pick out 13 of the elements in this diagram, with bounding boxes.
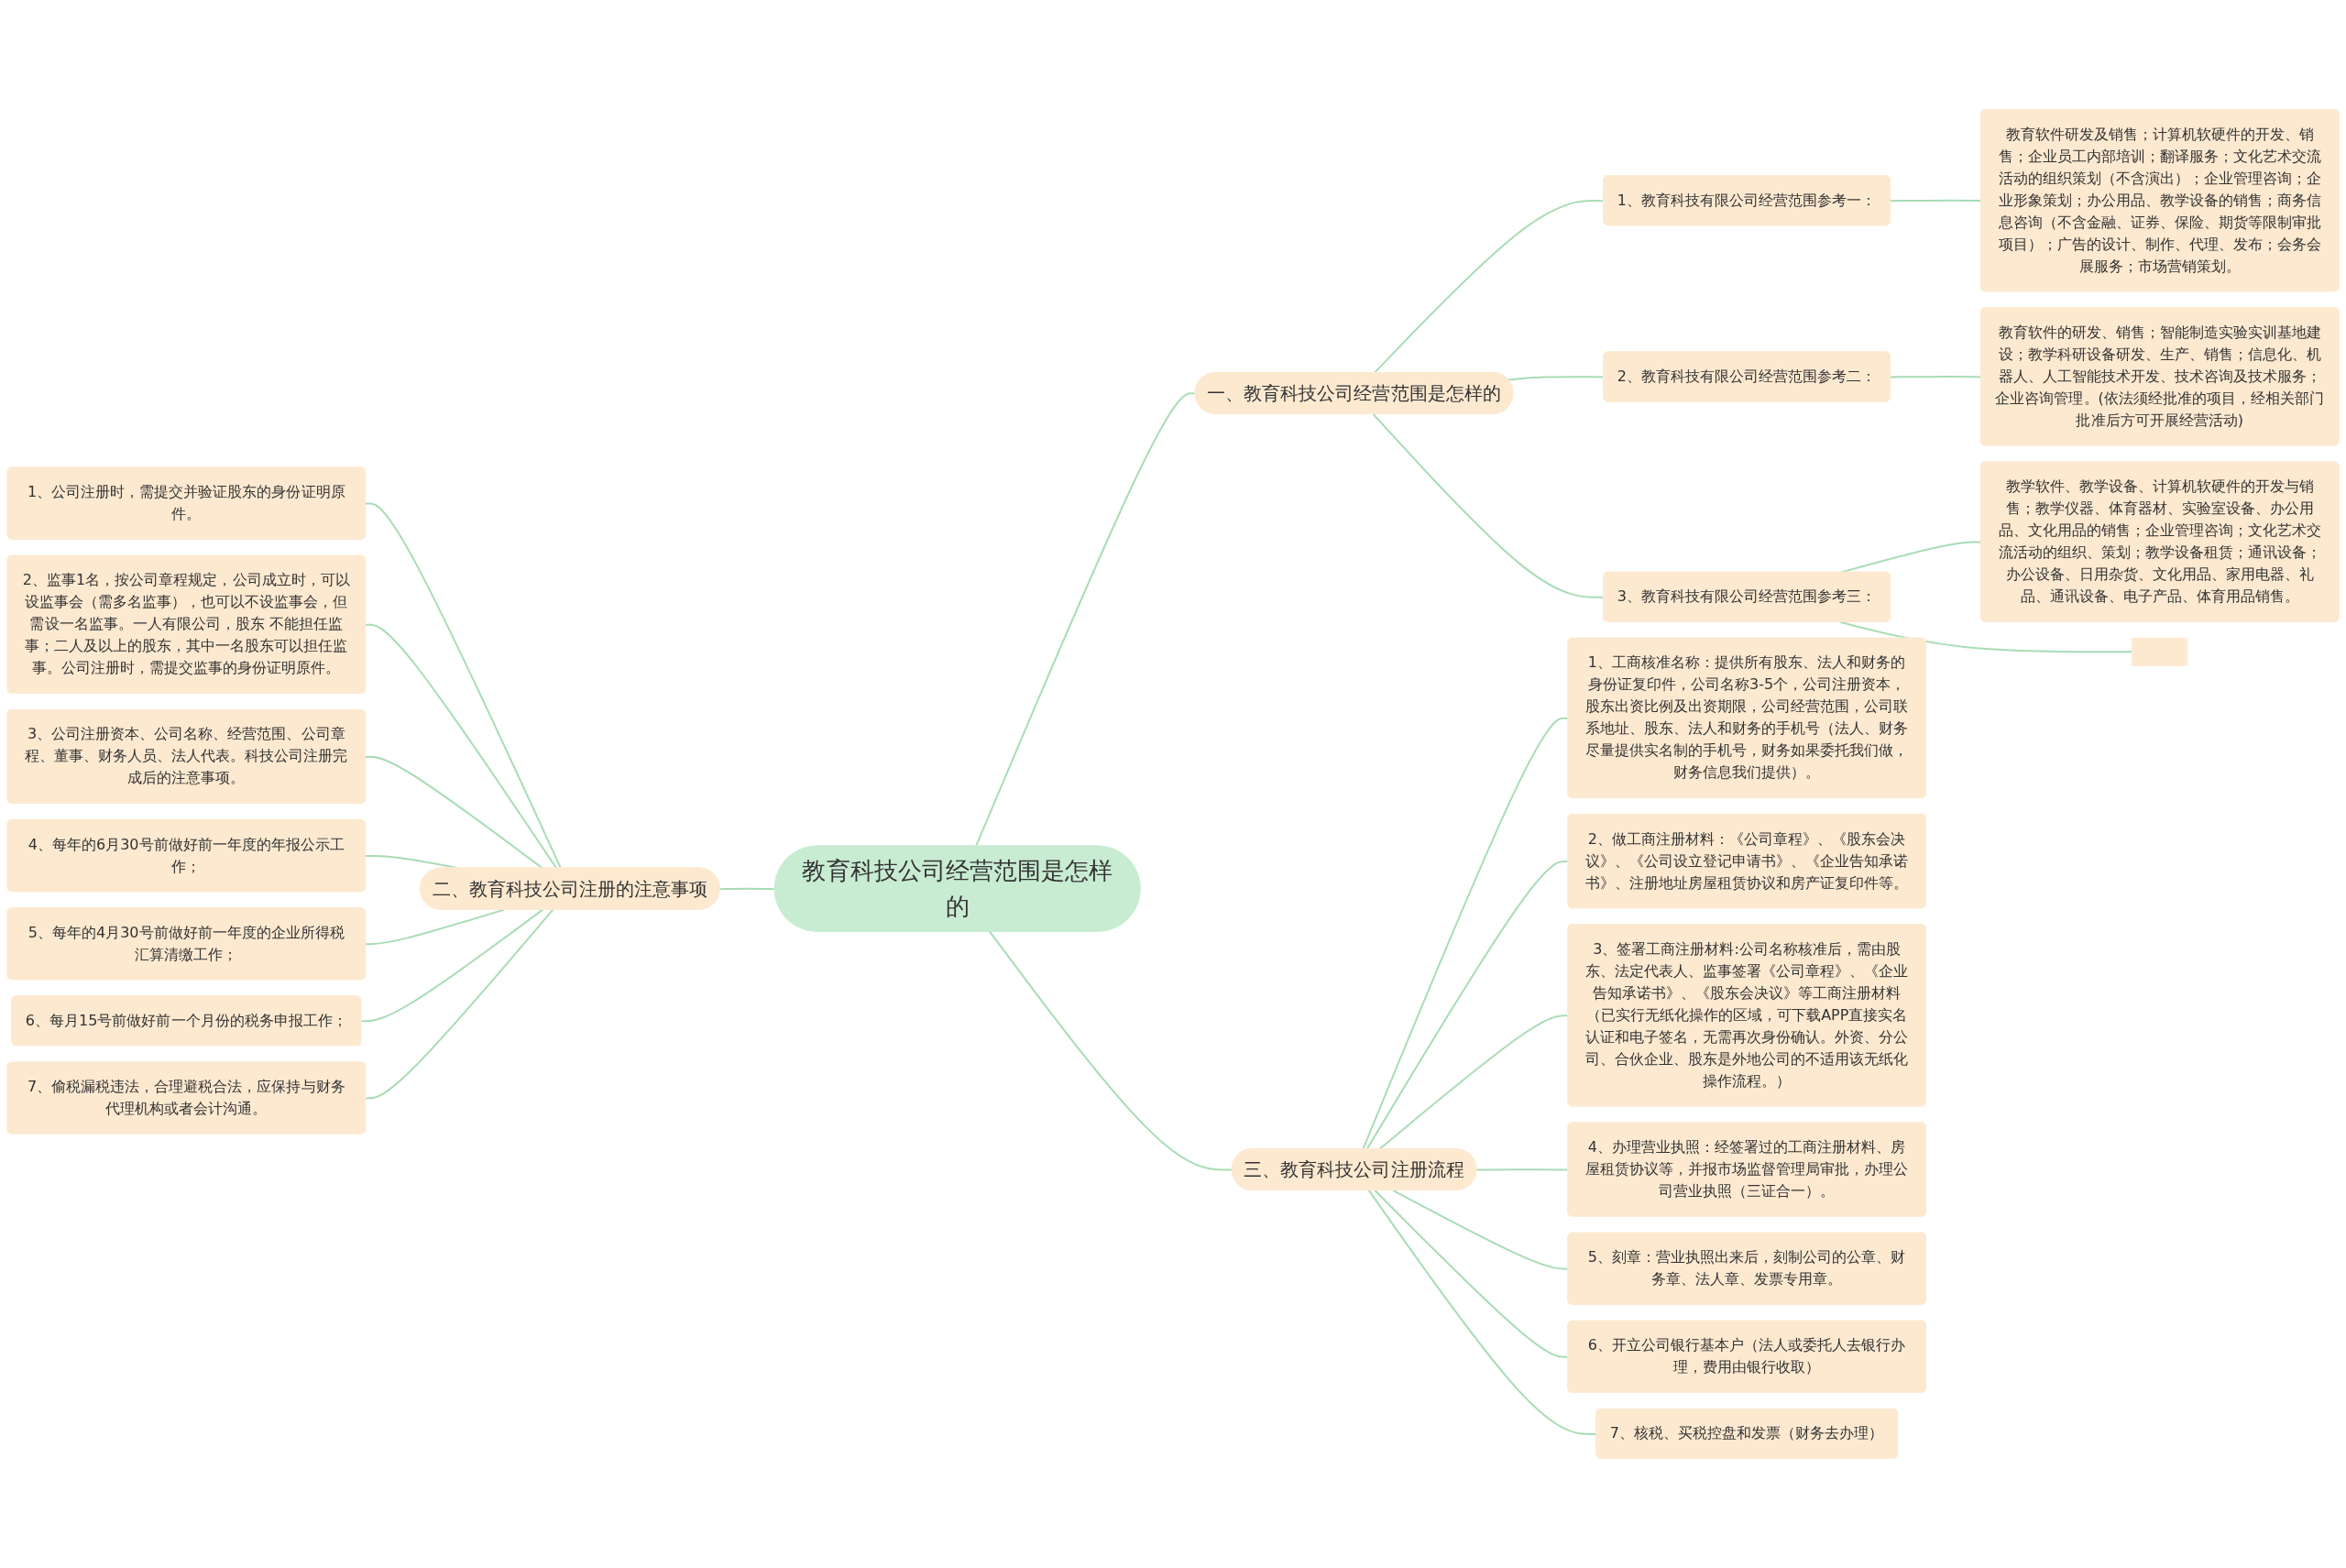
connector bbox=[718, 887, 776, 891]
connector bbox=[1889, 376, 1982, 378]
connector bbox=[989, 930, 1233, 1171]
node-box bbox=[2132, 637, 2188, 666]
connector bbox=[365, 908, 554, 1100]
connector bbox=[360, 908, 544, 1023]
connector bbox=[974, 392, 1197, 848]
connector bbox=[365, 502, 563, 870]
connector bbox=[365, 755, 544, 870]
connector bbox=[365, 623, 558, 870]
connector bbox=[1839, 620, 2133, 653]
connector bbox=[365, 908, 505, 946]
connector bbox=[1889, 199, 1982, 203]
